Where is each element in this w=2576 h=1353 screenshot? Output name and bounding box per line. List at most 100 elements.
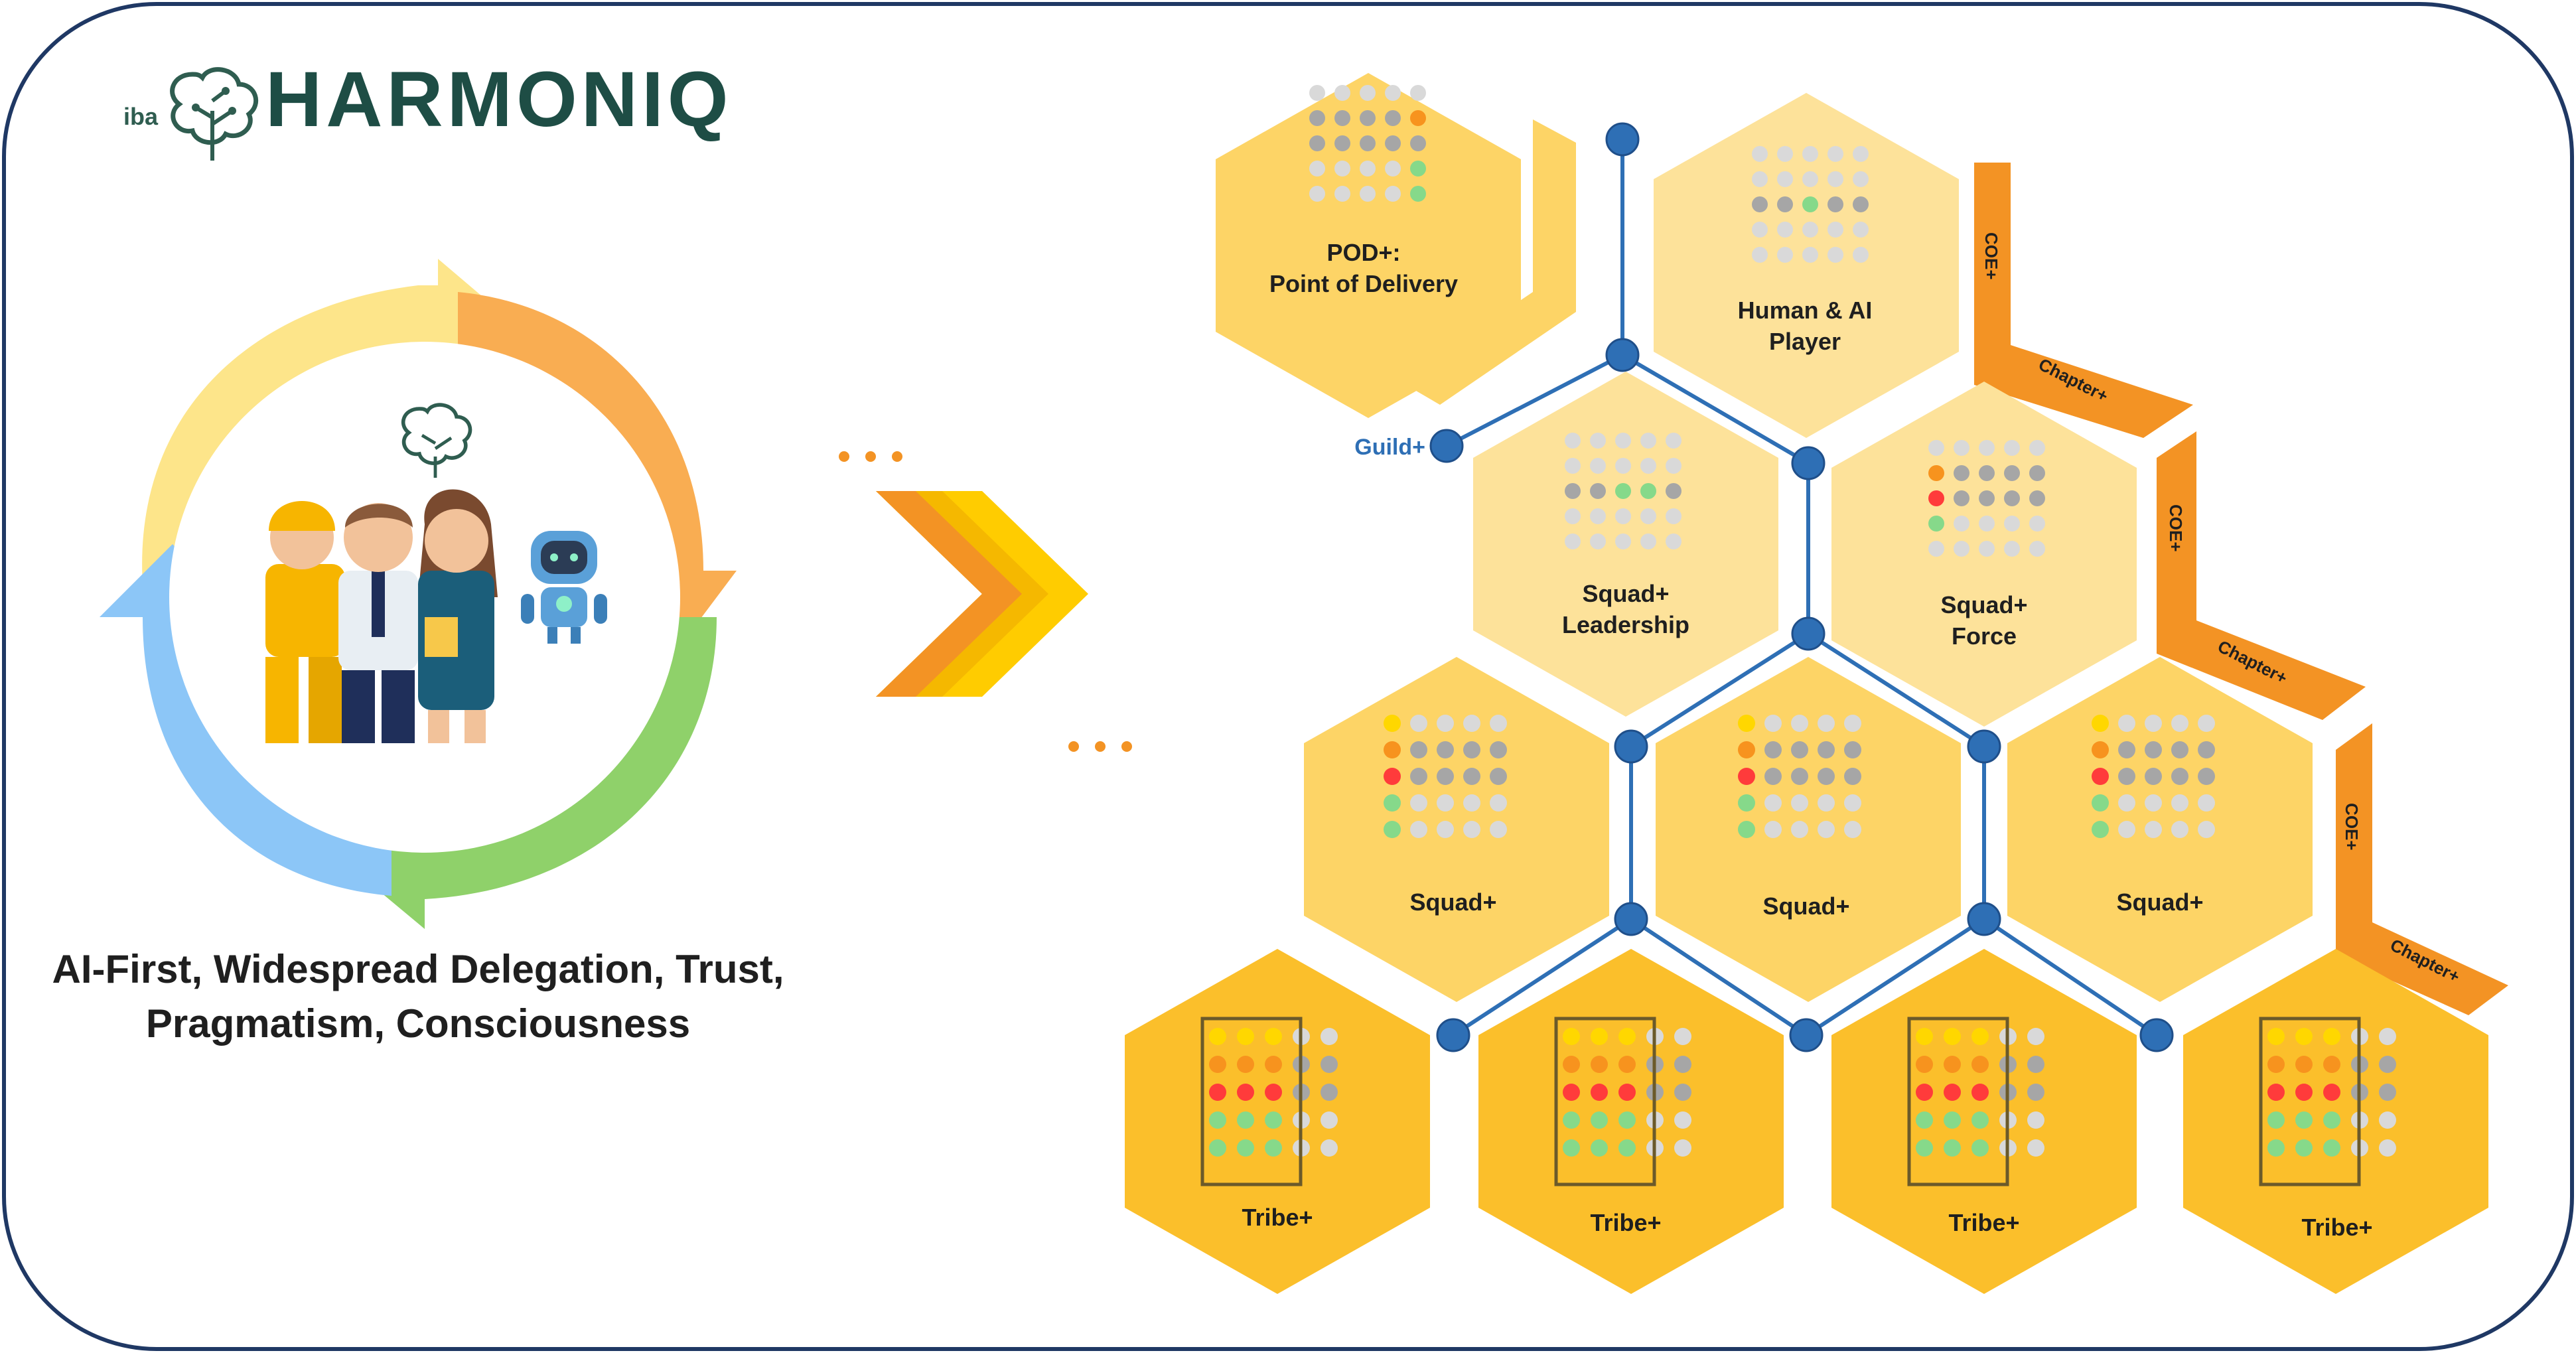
harmoniq-logo: iba HARMONIQ (123, 56, 729, 161)
grid-dot (1640, 433, 1656, 449)
pod-label-line2: Point of Delivery (1269, 270, 1458, 297)
grid-dot (1615, 508, 1631, 524)
grid-dot (1410, 794, 1427, 812)
grid-dot (1265, 1139, 1282, 1157)
grid-dot (2027, 1084, 2044, 1101)
grid-dot (1791, 715, 1808, 732)
grid-dot (1818, 768, 1835, 785)
tribe-2-label: Tribe+ (1590, 1209, 1661, 1236)
hex-pod (1216, 73, 1521, 418)
dot-grids (1209, 85, 2396, 1157)
grid-dot (1410, 110, 1426, 126)
businessman-icon (338, 503, 418, 743)
grid-dot (1916, 1139, 1933, 1157)
grid-dot (2267, 1139, 2285, 1157)
grid-dot (2004, 516, 2020, 532)
grid-dot (1384, 821, 1401, 838)
grid-dot (1385, 135, 1401, 151)
grid-dot (1615, 483, 1631, 499)
grid-dot (2029, 490, 2045, 506)
grid-dot (1844, 768, 1861, 785)
grid-dot (1802, 247, 1818, 263)
grid-dot (1334, 186, 1350, 202)
grid-dot (2267, 1028, 2285, 1045)
grid-dot (1979, 490, 1995, 506)
grid-dot (1752, 247, 1768, 263)
connector-network (1445, 139, 2158, 1037)
grid-dot (1334, 110, 1350, 126)
grid-dot (1674, 1056, 1691, 1073)
grid-dot (1618, 1139, 1636, 1157)
grid-dot (2171, 768, 2188, 785)
grid-dot (1954, 440, 1969, 456)
grid-dot (1463, 794, 1480, 812)
grid-dot (1565, 433, 1581, 449)
pod-shadow-strip (1400, 119, 1576, 405)
grid-dot (1265, 1028, 1282, 1045)
grid-dot (1738, 741, 1755, 758)
grid-dot (1360, 135, 1376, 151)
grid-dot (1490, 715, 1507, 732)
grid-dot (1565, 534, 1581, 549)
grid-dot (1916, 1028, 1933, 1045)
squad-leadership-label-line2: Leadership (1562, 611, 1689, 638)
grid-dot (1385, 110, 1401, 126)
grid-dot (1764, 741, 1782, 758)
grid-dot (1738, 821, 1755, 838)
squad-leadership-label-line1: Squad+ (1582, 580, 1669, 607)
grid-dot (1490, 768, 1507, 785)
grid-dot (1321, 1028, 1338, 1045)
grid-dot (1618, 1056, 1636, 1073)
tribe-4-label: Tribe+ (2301, 1214, 2372, 1241)
grid-dot (1764, 715, 1782, 732)
grid-dot (1971, 1028, 1989, 1045)
grid-dot (1802, 171, 1818, 187)
grid-dot (1928, 516, 1944, 532)
grid-dot (1410, 161, 1426, 177)
grid-dot (1209, 1028, 1226, 1045)
grid-dot (1791, 794, 1808, 812)
grid-dot (1674, 1139, 1691, 1157)
squad-force-label-line2: Force (1952, 622, 2017, 650)
ellipsis-dots-top (839, 451, 902, 462)
grid-dot (1591, 1028, 1608, 1045)
grid-dot (1334, 161, 1350, 177)
grid-dot (1618, 1111, 1636, 1129)
grid-dot (1666, 458, 1682, 474)
tagline-line-1: AI-First, Widespread Delegation, Trust, (52, 947, 784, 991)
grid-dot (1928, 440, 1944, 456)
grid-dot (1563, 1111, 1580, 1129)
grid-dot (1853, 247, 1869, 263)
grid-dot (1979, 541, 1995, 557)
grid-dot (2145, 715, 2162, 732)
grid-dot (2295, 1139, 2313, 1157)
grid-dot (1615, 534, 1631, 549)
grid-dot (2027, 1056, 2044, 1073)
grid-dot (2171, 821, 2188, 838)
grid-dot (1844, 794, 1861, 812)
grid-dot (1385, 161, 1401, 177)
grid-dot (1563, 1084, 1580, 1101)
grid-dot (2092, 715, 2109, 732)
grid-dot (2092, 741, 2109, 758)
grid-dot (2295, 1111, 2313, 1129)
grid-dot (1916, 1084, 1933, 1101)
grid-dot (1309, 135, 1325, 151)
grid-dot (1565, 508, 1581, 524)
grid-dot (1979, 516, 1995, 532)
grid-dot (1334, 85, 1350, 101)
player-label-line1: Human & AI (1738, 297, 1873, 324)
grid-dot (1237, 1111, 1254, 1129)
grid-dot (2029, 541, 2045, 557)
businesswoman-icon (418, 489, 498, 743)
grid-dot (2004, 490, 2020, 506)
squad-2-label: Squad+ (1762, 892, 1849, 920)
grid-dot (1827, 222, 1843, 238)
grid-dot (1590, 483, 1606, 499)
grid-dot (1916, 1056, 1933, 1073)
grid-dot (1752, 146, 1768, 162)
grid-dot (1674, 1111, 1691, 1129)
grid-dot (1618, 1028, 1636, 1045)
grid-dot (1818, 794, 1835, 812)
